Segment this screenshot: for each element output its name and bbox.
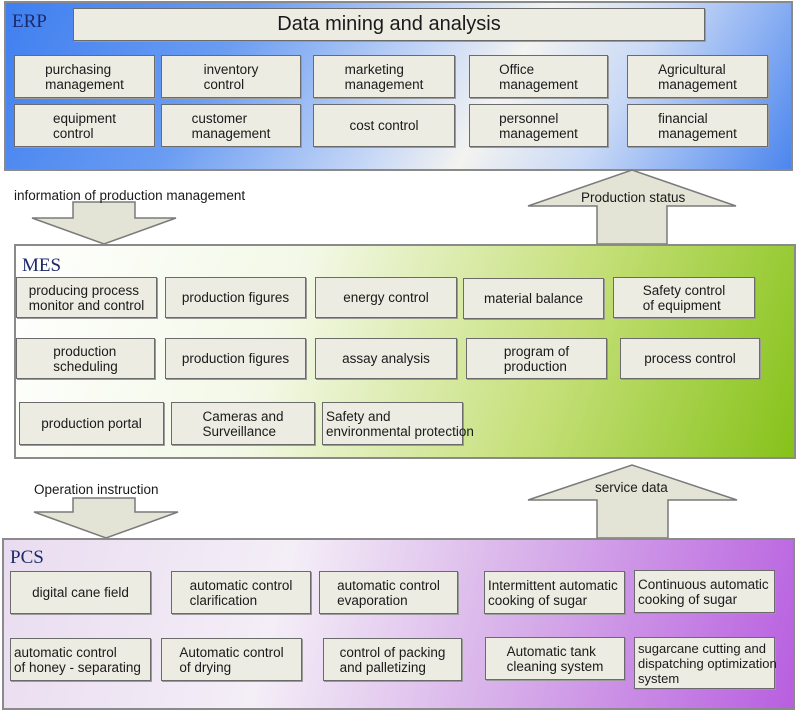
pcs-module: Continuous automatic cooking of sugar [634,570,775,613]
pcs-module: digital cane field [10,571,151,614]
pcs-layer-label: PCS [10,547,44,568]
mes-module: energy control [315,277,457,318]
mes-module: Safety control of equipment [613,277,755,318]
mes-module: producing process monitor and control [16,277,157,318]
pcs-module: Intermittent automatic cooking of sugar [484,571,625,614]
mes-module: production scheduling [16,338,155,379]
flow-label-service-data: service data [595,480,668,495]
erp-module: purchasing management [14,55,155,98]
mes-layer-label: MES [22,255,62,276]
erp-module: personnel management [469,104,608,147]
flow-label-production-status: Production status [581,190,686,205]
mes-module: assay analysis [315,338,457,379]
mes-module: material balance [463,278,604,319]
data-mining-box: Data mining and analysis [73,8,705,41]
erp-module: financial management [627,104,768,147]
pcs-module: control of packing and palletizing [323,638,462,681]
pcs-module: Automatic control of drying [161,638,302,681]
erp-module: inventory control [161,55,301,98]
erp-module: Office management [469,55,608,98]
pcs-module: automatic control evaporation [319,571,458,614]
pcs-module: automatic control of honey - separating [10,638,151,681]
flow-label-operation-instruction: Operation instruction [34,482,159,497]
mes-module: production portal [19,402,164,445]
mes-module: production figures [165,338,306,379]
mes-module: program of production [466,338,607,379]
flow-label-production-management: information of production management [14,188,246,203]
mes-module: process control [620,338,760,379]
erp-module: equipment control [14,104,155,147]
erp-module: Agricultural management [627,55,768,98]
pcs-module: sugarcane cutting and dispatching optimi… [634,637,777,689]
mes-module: production figures [165,277,306,318]
mes-module: Safety and environmental protection [322,402,474,445]
erp-module: cost control [313,104,455,147]
mes-module: Cameras and Surveillance [171,402,315,445]
erp-module: customer management [161,104,301,147]
erp-module: marketing management [313,55,455,98]
erp-layer-label: ERP [12,11,47,32]
pcs-module: Automatic tank cleaning system [485,637,625,680]
pcs-module: automatic control clarification [171,571,311,614]
